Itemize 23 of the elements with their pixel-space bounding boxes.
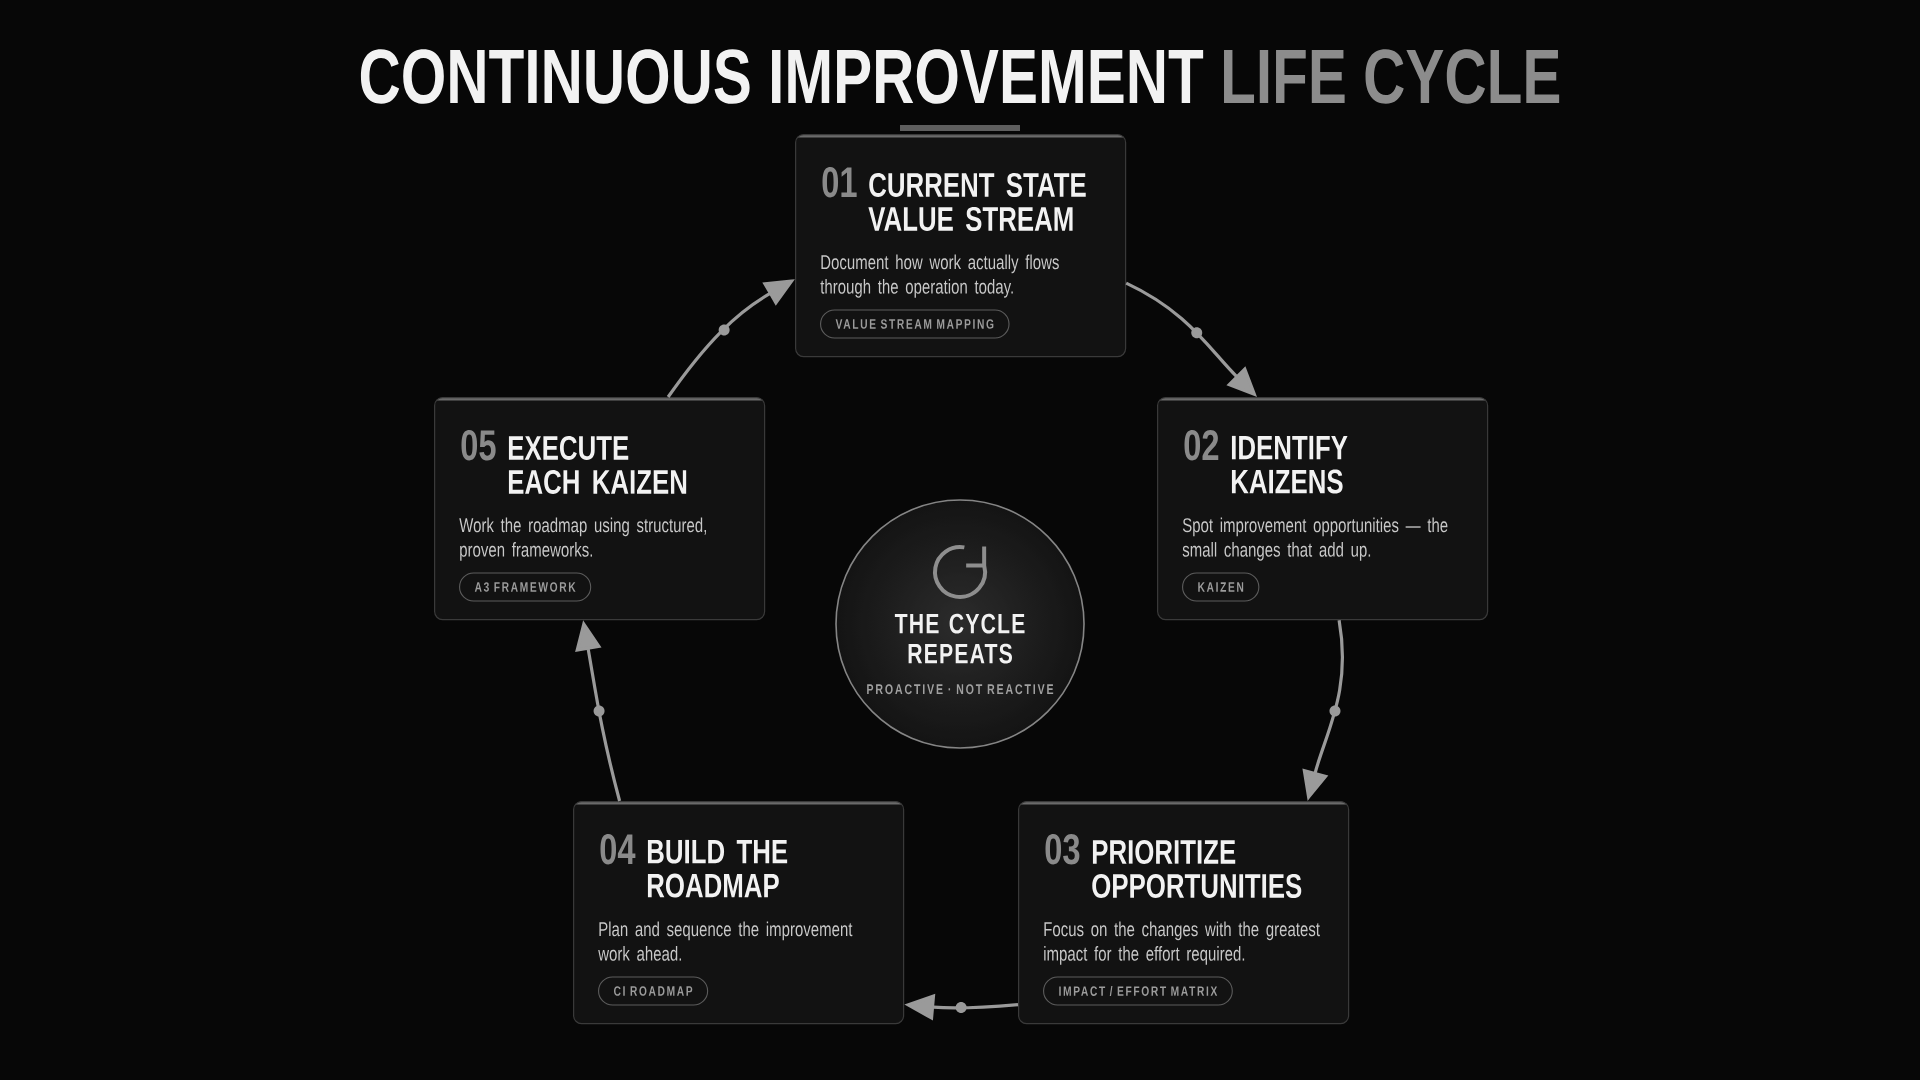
step-description: Spot improvement opportunities — the small changes that add up.: [1182, 517, 1448, 561]
tag-pill: A3 FRAMEWORK: [459, 572, 592, 602]
title: CONTINUOUS IMPROVEMENT LIFE CYCLE: [360, 49, 1560, 104]
tag-pill: IMPACT / EFFORT MATRIX: [1043, 976, 1233, 1006]
step-title: BUILD THE ROADMAP: [647, 839, 788, 898]
step-description: Plan and sequence the improvement work ahead.: [598, 921, 853, 961]
step-description: Document how work actually flows through the operation today.: [820, 254, 1059, 298]
step-number: 05: [461, 429, 496, 461]
step-title: CURRENT STATE VALUE STREAM: [868, 172, 1086, 231]
tag-pill: KAIZEN: [1182, 572, 1260, 602]
step-description: Focus on the changes with the greatest impact for the effort required.: [1044, 921, 1320, 965]
step-description: Work the roadmap using structured, proven frameworks.: [459, 517, 706, 561]
step-title: IDENTIFY KAIZENS: [1231, 435, 1348, 494]
step-number: 04: [600, 833, 636, 865]
tag-pill: CI ROADMAP: [598, 976, 709, 1006]
tag-pill: VALUE STREAM MAPPING: [820, 309, 1010, 339]
step-title: EXECUTE EACH KAIZEN: [508, 435, 687, 494]
center-subtitle: PROACTIVE · NOT REACTIVE: [867, 684, 1054, 695]
center-title: THE CYCLE REPEATS: [894, 613, 1025, 664]
step-title: PRIORITIZE OPPORTUNITIES: [1092, 839, 1302, 898]
step-number: 02: [1184, 429, 1219, 461]
step-number: 03: [1045, 833, 1080, 865]
step-number: 01: [822, 166, 857, 198]
